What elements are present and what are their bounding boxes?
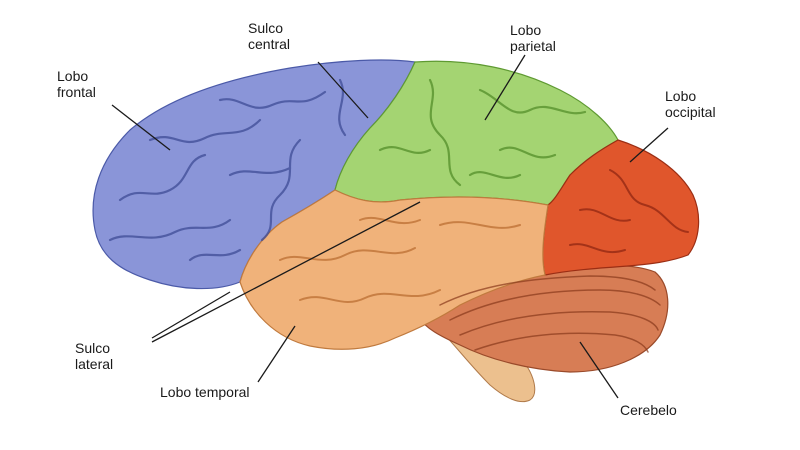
- leader-line-lobo-frontal: [111, 104, 171, 151]
- label-cerebelo: Cerebelo: [620, 402, 677, 418]
- label-sulco-central: Sulco central: [248, 20, 290, 52]
- leader-line-lobo-temporal: [257, 325, 296, 383]
- gyri-texture: [108, 78, 689, 353]
- occipital-lobe-region: [542, 139, 700, 276]
- leader-line-sulco-lateral-1: [151, 291, 231, 339]
- label-lobo-frontal: Lobo frontal: [57, 68, 96, 100]
- leader-line-cerebelo: [579, 341, 619, 399]
- label-sulco-central-line1: Sulco: [248, 20, 284, 36]
- label-sulco-lateral-line2: lateral: [75, 356, 114, 372]
- label-lobo-parietal-line2: parietal: [510, 38, 556, 54]
- leader-line-lobo-parietal: [484, 54, 526, 121]
- label-cerebelo-text: Cerebelo: [620, 402, 677, 418]
- label-lobo-frontal-line1: Lobo: [57, 68, 89, 84]
- label-sulco-lateral-line1: Sulco: [75, 340, 111, 356]
- label-lobo-parietal: Lobo parietal: [510, 22, 556, 54]
- label-lobo-parietal-line1: Lobo: [510, 22, 542, 38]
- label-lobo-temporal-text: Lobo temporal: [160, 384, 250, 400]
- leader-line-sulco-central: [317, 61, 369, 119]
- label-lobo-occipital-line2: occipital: [665, 104, 716, 120]
- label-lobo-occipital-line1: Lobo: [665, 88, 697, 104]
- label-lobo-frontal-line2: frontal: [57, 84, 96, 100]
- label-sulco-lateral: Sulco lateral: [75, 340, 113, 372]
- label-lobo-occipital: Lobo occipital: [665, 88, 716, 120]
- label-lobo-temporal: Lobo temporal: [160, 384, 250, 400]
- leader-line-sulco-lateral-2: [151, 201, 421, 343]
- leader-lines: [111, 54, 669, 399]
- label-sulco-central-line2: central: [248, 36, 291, 52]
- leader-line-lobo-occipital: [629, 127, 669, 163]
- temporal-lobe-region: [239, 189, 549, 350]
